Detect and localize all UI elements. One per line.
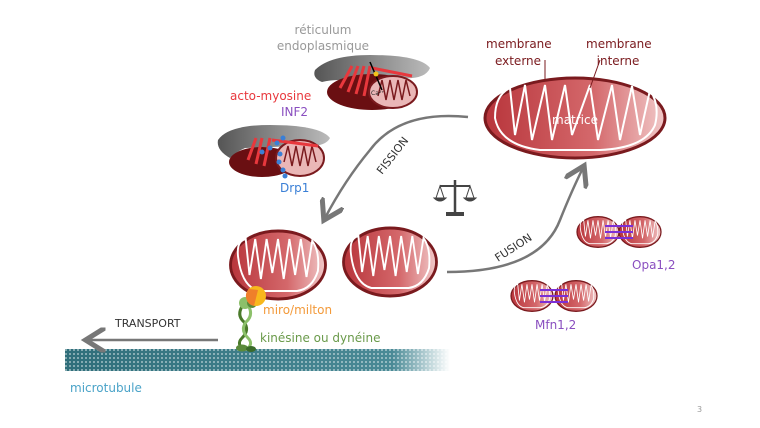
fusing-mitochondria-mfn — [510, 280, 598, 312]
er-label-line2: endoplasmique — [276, 39, 370, 53]
calcium-label: Ca²⁺ — [371, 90, 384, 97]
er-label-line1: réticulum — [294, 23, 352, 37]
fusing-mitochondria-opa — [576, 216, 662, 248]
miro-milton-label: miro/milton — [263, 303, 333, 317]
fusion-label: FUSION — [493, 231, 535, 265]
er-mito-contact-drp1 — [217, 125, 330, 179]
membrane-interne-line2: interne — [596, 54, 640, 68]
acto-myosine-label: acto-myosine — [230, 89, 312, 103]
inf2-label: INF2 — [281, 105, 309, 119]
page-number: 3 — [697, 405, 703, 414]
mfn-label: Mfn1,2 — [535, 318, 577, 332]
membrane-externe-line1: membrane — [486, 37, 552, 51]
miro-milton — [245, 286, 266, 306]
microtubule-label: microtubule — [70, 381, 142, 395]
opa-label: Opa1,2 — [632, 258, 676, 272]
kinesin-label: kinésine ou dynéine — [260, 331, 381, 345]
matrice-label: matrice — [552, 113, 598, 127]
mitochondrion-right — [342, 226, 438, 298]
mitochondrion-structure — [483, 59, 667, 160]
transport-label: TRANSPORT — [115, 317, 181, 330]
membrane-interne-line1: membrane — [586, 37, 652, 51]
er-mito-contact-top: Ca²⁺ — [314, 55, 430, 110]
mitochondrion-left — [229, 229, 327, 301]
drp1-label: Drp1 — [280, 181, 310, 195]
fusion-arrow — [446, 168, 583, 274]
balance-scale-icon — [432, 180, 478, 216]
fission-arrow — [325, 114, 469, 218]
membrane-externe-line2: externe — [494, 54, 542, 68]
